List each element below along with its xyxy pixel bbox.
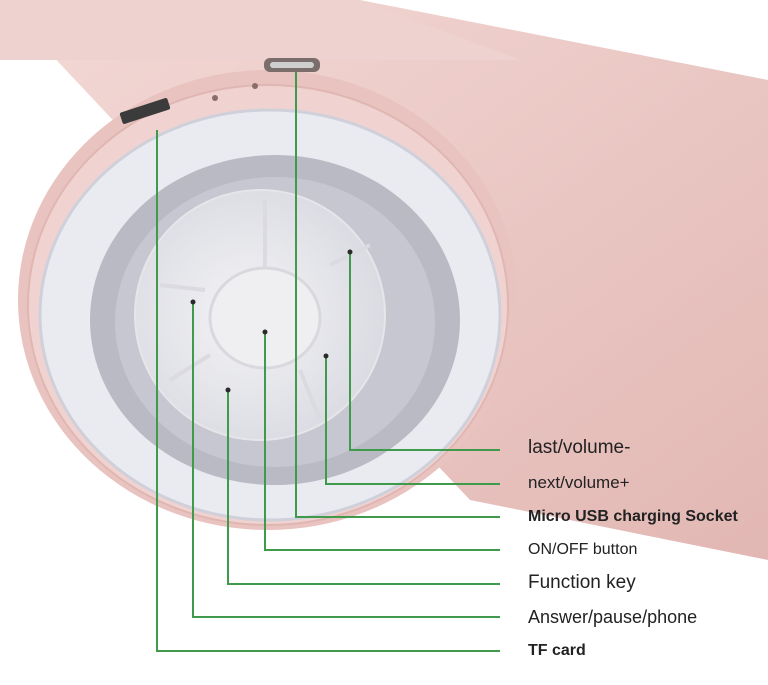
leader-function-key xyxy=(227,390,500,585)
leader-on-off xyxy=(264,332,500,551)
label-micro-usb: Micro USB charging Socket xyxy=(528,508,738,525)
label-answer: Answer/pause/phone xyxy=(528,607,698,627)
leader-lines xyxy=(156,72,500,652)
leader-next-volume xyxy=(325,356,500,485)
label-last-volume: last/volume- xyxy=(528,437,631,458)
leader-micro-usb xyxy=(295,72,500,518)
leader-last-volume xyxy=(349,252,500,451)
speaker-body xyxy=(0,0,768,560)
label-tf-card: TF card xyxy=(528,642,586,659)
label-on-off: ON/OFF button xyxy=(528,541,638,558)
label-function-key: Function key xyxy=(528,572,636,593)
leader-tf-card xyxy=(156,130,500,652)
leader-answer xyxy=(192,302,500,618)
label-next-volume: next/volume+ xyxy=(528,473,630,492)
